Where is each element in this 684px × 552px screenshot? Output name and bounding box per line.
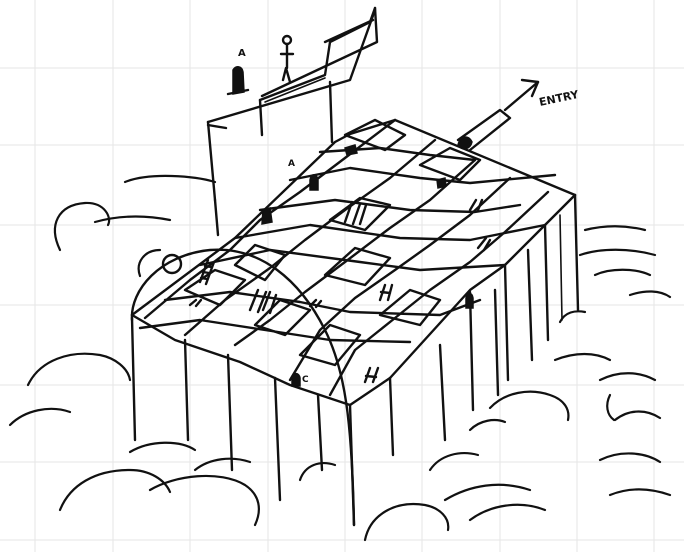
entry-label: ENTRY <box>538 88 581 109</box>
upper-tower <box>208 8 377 200</box>
label-a-upper: A <box>238 48 246 59</box>
label-c: C <box>302 375 309 385</box>
entry-tube <box>458 80 538 150</box>
label-a-lower: A <box>288 159 295 169</box>
